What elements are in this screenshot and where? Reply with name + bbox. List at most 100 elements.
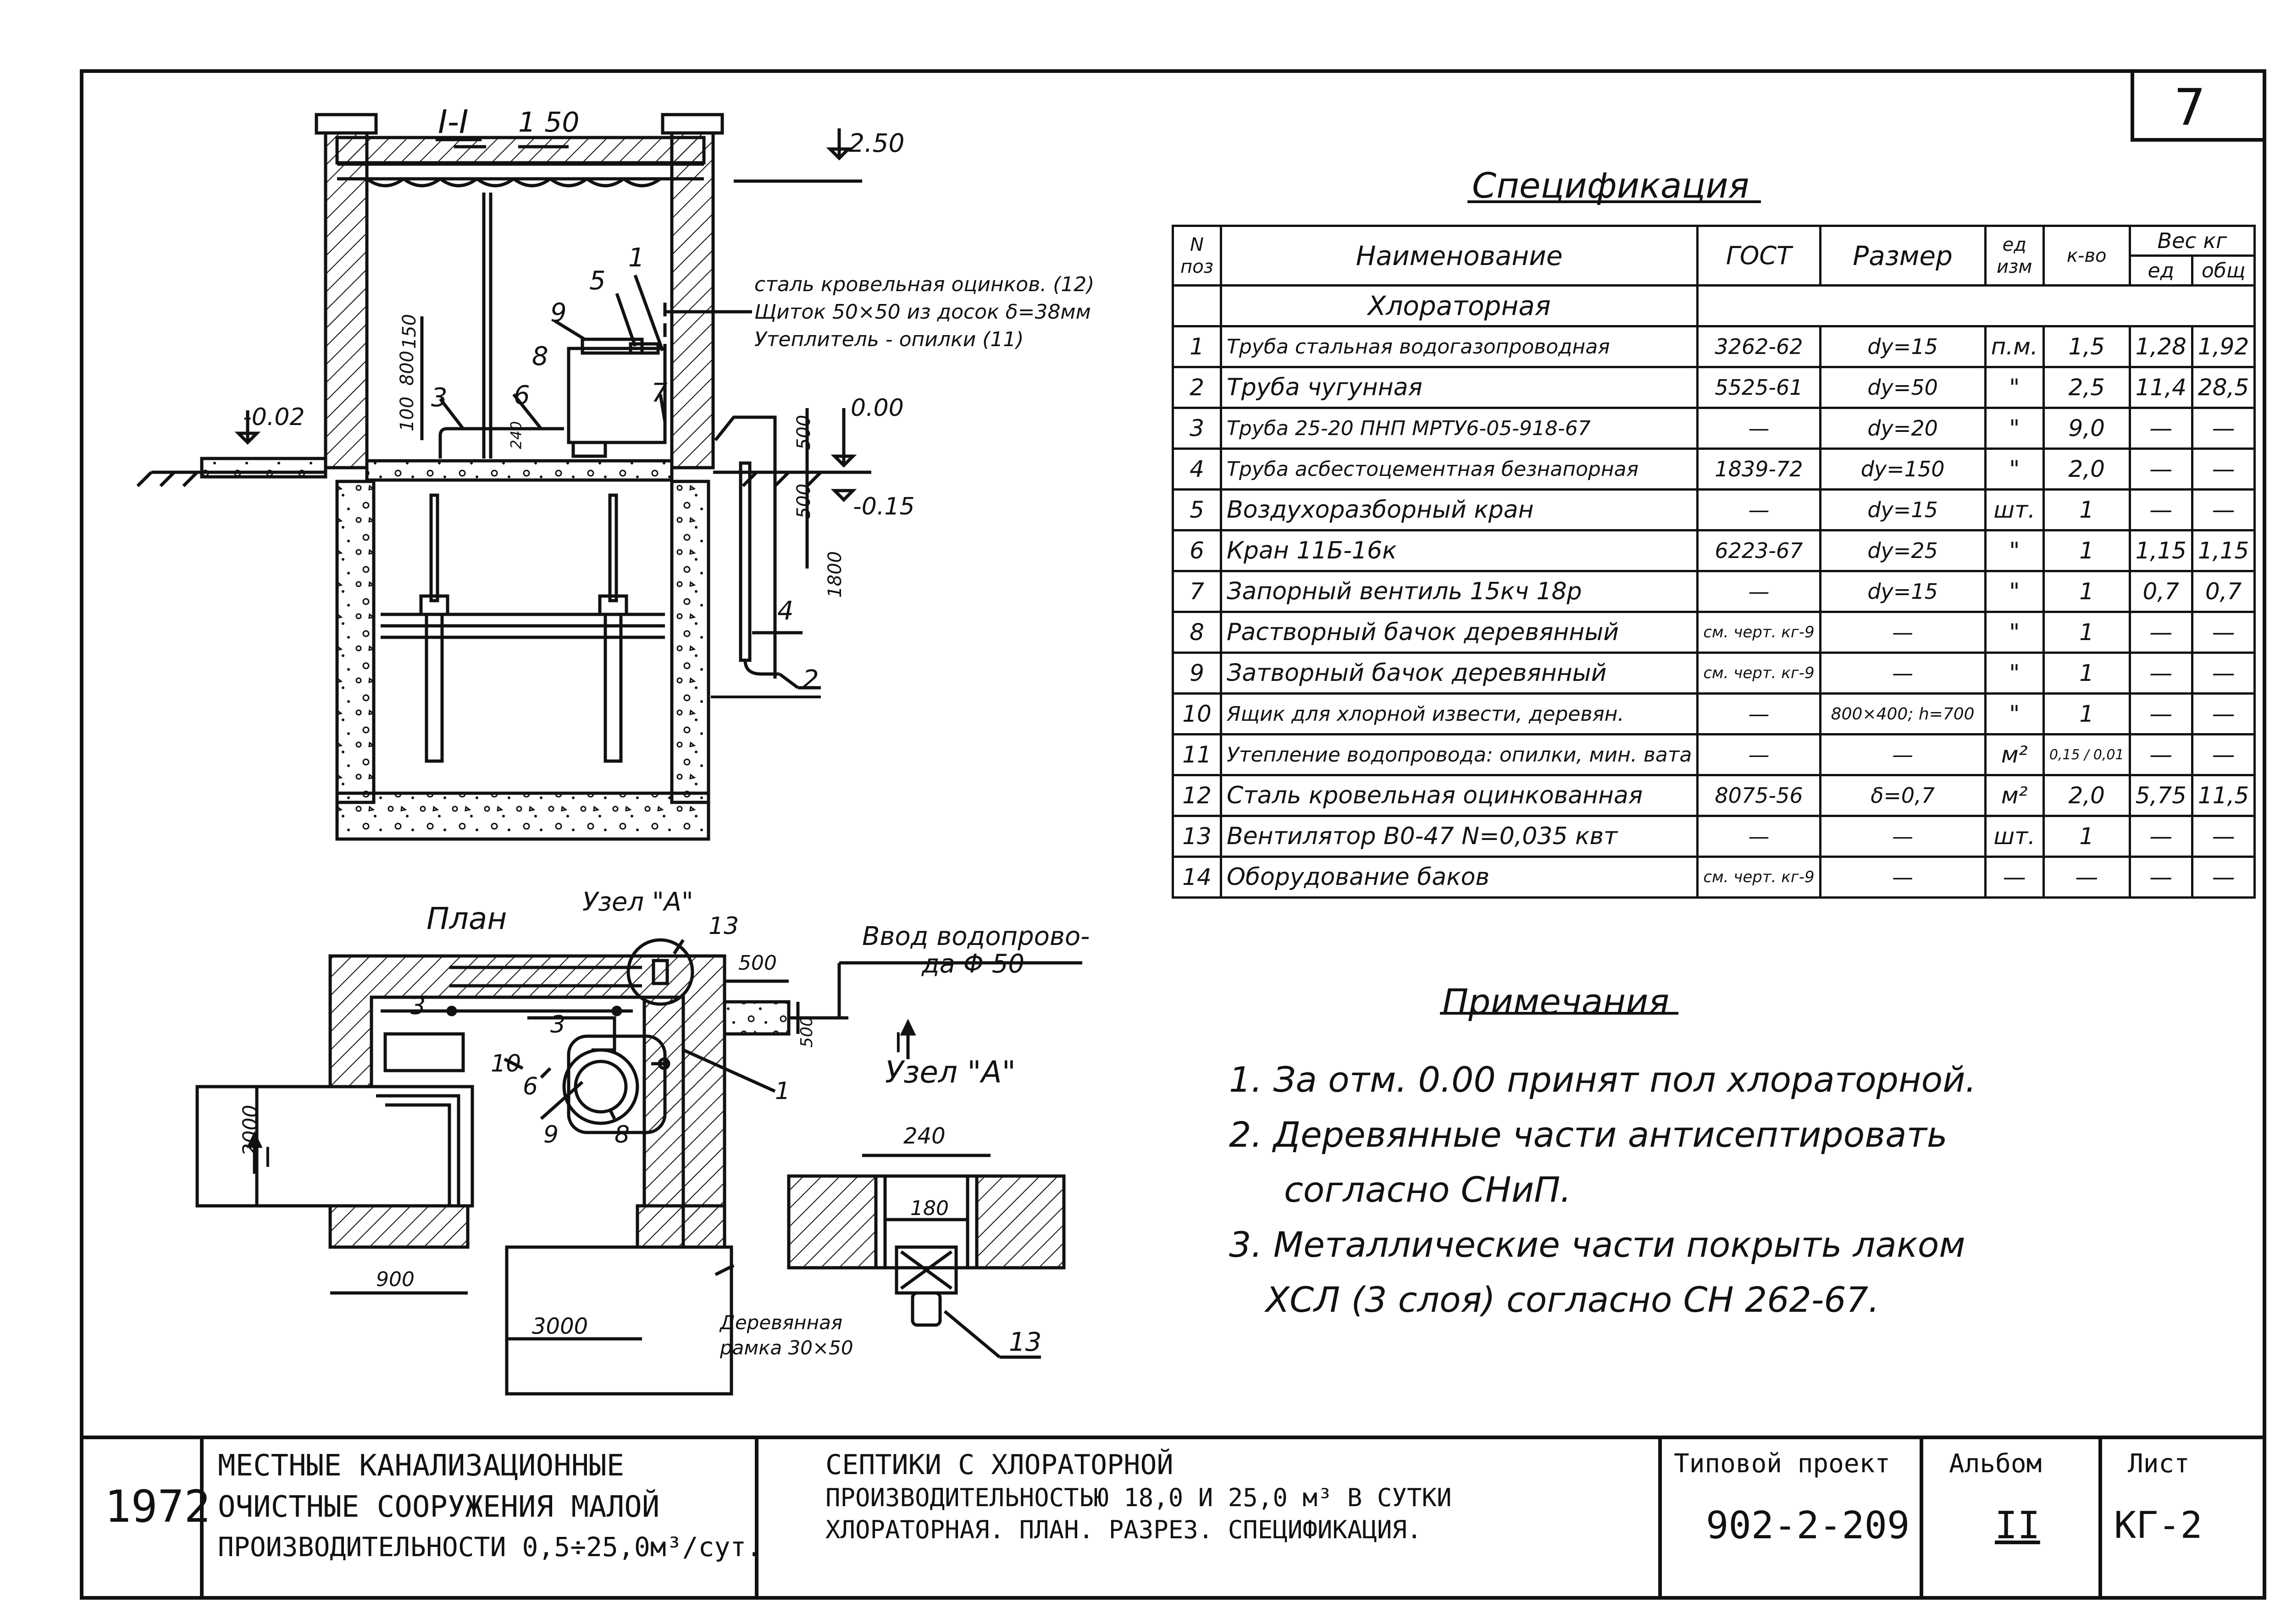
- spec-cell-weight-unit: —: [2128, 856, 2193, 899]
- col-no: N поз: [1172, 225, 1222, 287]
- plan-callout-6: 6: [523, 1073, 538, 1100]
- spec-cell-weight-total: —: [2191, 611, 2256, 654]
- tb-org-1: МЕСТНЫЕ КАНАЛИЗАЦИОННЫЕ: [218, 1449, 625, 1483]
- tb-project: 902-2-209: [1706, 1504, 1910, 1547]
- spec-cell-gost: см. черт. кг-9: [1696, 652, 1821, 695]
- spec-cell-no: 6: [1172, 529, 1222, 572]
- spec-cell-no: 1: [1172, 325, 1222, 368]
- dim-1800: 1800: [824, 551, 846, 598]
- spec-cell-size: δ=0,7: [1819, 774, 1987, 817]
- note-1: 1. За отм. 0.00 принят пол хлораторной.: [1229, 1059, 1976, 1100]
- spec-cell-qty: 9,0: [2042, 407, 2131, 450]
- dim-100: 100: [397, 396, 418, 432]
- spec-cell-unit: м²: [1984, 774, 2045, 817]
- spec-cell-weight-unit: —: [2128, 733, 2193, 776]
- leader-shield: Щиток 50×50 из досок δ=38мм: [754, 300, 1091, 324]
- spec-cell-no: 9: [1172, 652, 1222, 695]
- water-inlet-line2: да Φ 50: [922, 949, 1024, 979]
- col-no-line2: поз: [1180, 256, 1213, 277]
- spec-cell-no: 4: [1172, 447, 1222, 491]
- node-dim-180: 180: [910, 1197, 949, 1220]
- spec-cell-weight-total: —: [2191, 815, 2256, 858]
- spec-cell-gost: —: [1696, 692, 1821, 735]
- spec-cell-gost: 1839-72: [1696, 447, 1821, 491]
- spec-cell-gost: 6223-67: [1696, 529, 1821, 572]
- spec-cell-weight-unit: 5,75: [2128, 774, 2193, 817]
- section-callout-1: 1: [628, 243, 645, 273]
- spec-cell-unit: ": [1984, 652, 2045, 695]
- col-weight-unit: ед: [2128, 254, 2193, 287]
- col-weight: Вес кг: [2128, 225, 2256, 257]
- tb-sheet: КГ-2: [2114, 1504, 2203, 1547]
- level-left: -0.02: [243, 403, 305, 431]
- spec-cell-unit: —: [1984, 856, 2045, 899]
- spec-cell-weight-unit: 0,7: [2128, 570, 2193, 613]
- dim-500-top: 500: [793, 414, 815, 450]
- tb-album-label: Альбом: [1949, 1449, 2042, 1479]
- plan-section-mark-left: I: [264, 1142, 272, 1174]
- spec-cell-gost: —: [1696, 570, 1821, 613]
- spec-cell-unit: ": [1984, 407, 2045, 450]
- section-callout-5: 5: [589, 266, 606, 296]
- plan-callout-3b: 3: [550, 1011, 566, 1038]
- tb-desc-2: ПРОИЗВОДИТЕЛЬНОСТЬЮ 18,0 И 25,0 м³ В СУТ…: [825, 1483, 1452, 1512]
- spec-cell-weight-unit: —: [2128, 488, 2193, 531]
- spec-cell-weight-total: 11,5: [2191, 774, 2256, 817]
- section-scale: 1 50: [518, 106, 580, 138]
- spec-cell-qty: 0,15 / 0,01: [2042, 733, 2131, 776]
- spec-cell-name: Труба стальная водогазопроводная: [1219, 325, 1699, 368]
- spec-cell-weight-unit: 1,28: [2128, 325, 2193, 368]
- sheet-number-box: [2131, 69, 2266, 142]
- spec-cell-gost: —: [1696, 407, 1821, 450]
- spec-cell-unit: м²: [1984, 733, 2045, 776]
- col-unit-line2: изм: [1996, 256, 2032, 277]
- spec-cell-name: Запорный вентиль 15кч 18р: [1219, 570, 1699, 613]
- note-2b: согласно СНиП.: [1284, 1169, 1572, 1210]
- section-callout-8: 8: [532, 342, 548, 371]
- col-unit: ед изм: [1984, 225, 2045, 287]
- level-floor: 0.00: [851, 394, 904, 422]
- note-3b: ХСЛ (3 слоя) согласно СН 262-67.: [1266, 1279, 1880, 1320]
- spec-cell-qty: 1: [2042, 692, 2131, 735]
- spec-cell-weight-total: —: [2191, 447, 2256, 491]
- spec-cell-name: Затворный бачок деревянный: [1219, 652, 1699, 695]
- spec-cell-size: dу=50: [1819, 366, 1987, 409]
- spec-cell-size: dу=20: [1819, 407, 1987, 450]
- plan-callout-1: 1: [775, 1077, 791, 1105]
- tb-org-2: ОЧИСТНЫЕ СООРУЖЕНИЯ МАЛОЙ: [218, 1490, 660, 1524]
- spec-section-fill: [1696, 284, 2256, 327]
- plan-callout-13: 13: [709, 912, 739, 940]
- col-name: Наименование: [1219, 225, 1699, 287]
- tb-project-label: Типовой проект: [1674, 1449, 1891, 1479]
- title-block-grid: [82, 1436, 2264, 1598]
- leader-steel: сталь кровельная оцинков. (12): [754, 273, 1095, 296]
- plan-dim-500-h: 500: [738, 951, 777, 975]
- plan-dim-500-v: 500: [797, 1016, 816, 1048]
- spec-cell-unit: ": [1984, 366, 2045, 409]
- spec-cell-weight-unit: —: [2128, 447, 2193, 491]
- plan-dim-900: 900: [376, 1268, 415, 1291]
- section-view: [136, 113, 871, 841]
- spec-section-row: Хлораторная: [1172, 284, 2256, 327]
- node-a-view: [787, 1154, 1066, 1359]
- section-callout-6: 6: [514, 381, 530, 410]
- col-gost: ГОСТ: [1696, 225, 1821, 287]
- spec-cell-size: dу=25: [1819, 529, 1987, 572]
- spec-cell-no: 3: [1172, 407, 1222, 450]
- spec-cell-name: Кран 11Б-16к: [1219, 529, 1699, 572]
- col-weight-total: общ: [2191, 254, 2256, 287]
- plan-title: План: [426, 901, 507, 936]
- wood-frame-line2: рамка 30×50: [720, 1337, 853, 1359]
- plan-section-mark-right: I: [894, 1027, 902, 1059]
- tb-year: 1972: [105, 1481, 211, 1532]
- spec-cell-no: 11: [1172, 733, 1222, 776]
- note-3: 3. Металлические части покрыть лаком: [1229, 1224, 1965, 1265]
